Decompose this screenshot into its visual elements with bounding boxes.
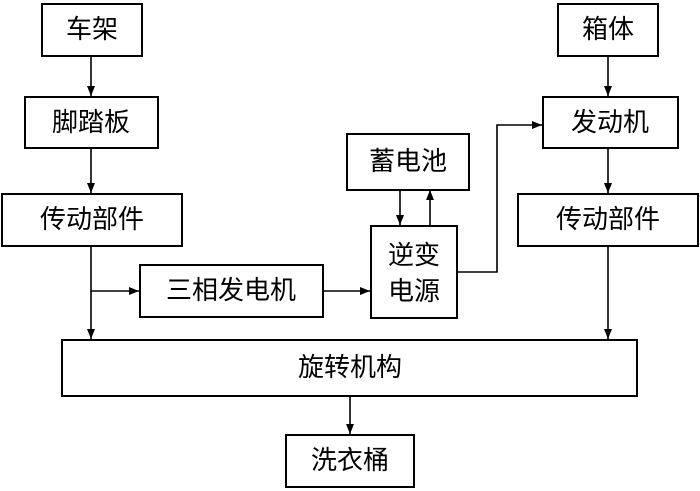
node-motor: 发动机 bbox=[542, 96, 679, 149]
node-tank: 箱体 bbox=[557, 3, 659, 57]
node-pedal-label: 脚踏板 bbox=[52, 108, 130, 138]
connectors bbox=[87, 56, 612, 434]
node-wash-drum-label: 洗衣桶 bbox=[311, 446, 389, 476]
node-transmission-right: 传动部件 bbox=[517, 193, 699, 247]
node-inverter-label-line2: 电源 bbox=[388, 277, 440, 307]
node-frame: 车架 bbox=[41, 3, 143, 57]
node-inverter-label-line1: 逆变 bbox=[388, 241, 440, 271]
node-pedal: 脚踏板 bbox=[24, 96, 159, 149]
edge-inverter-to-motor bbox=[457, 121, 542, 273]
node-battery-label: 蓄电池 bbox=[369, 147, 447, 177]
node-wash-drum: 洗衣桶 bbox=[285, 434, 415, 488]
node-rotating-mechanism-label: 旋转机构 bbox=[298, 353, 402, 383]
node-transmission-left-label: 传动部件 bbox=[40, 205, 144, 235]
node-three-phase-generator-label: 三相发电机 bbox=[166, 276, 296, 306]
node-three-phase-generator: 三相发电机 bbox=[139, 264, 324, 318]
node-transmission-right-label: 传动部件 bbox=[556, 205, 660, 235]
node-battery: 蓄电池 bbox=[346, 133, 470, 191]
node-rotating-mechanism: 旋转机构 bbox=[61, 339, 638, 397]
node-motor-label: 发动机 bbox=[571, 108, 649, 138]
node-frame-label: 车架 bbox=[66, 15, 118, 45]
node-transmission-left: 传动部件 bbox=[1, 193, 183, 247]
node-tank-label: 箱体 bbox=[582, 15, 634, 45]
node-inverter: 逆变 电源 bbox=[370, 225, 458, 319]
